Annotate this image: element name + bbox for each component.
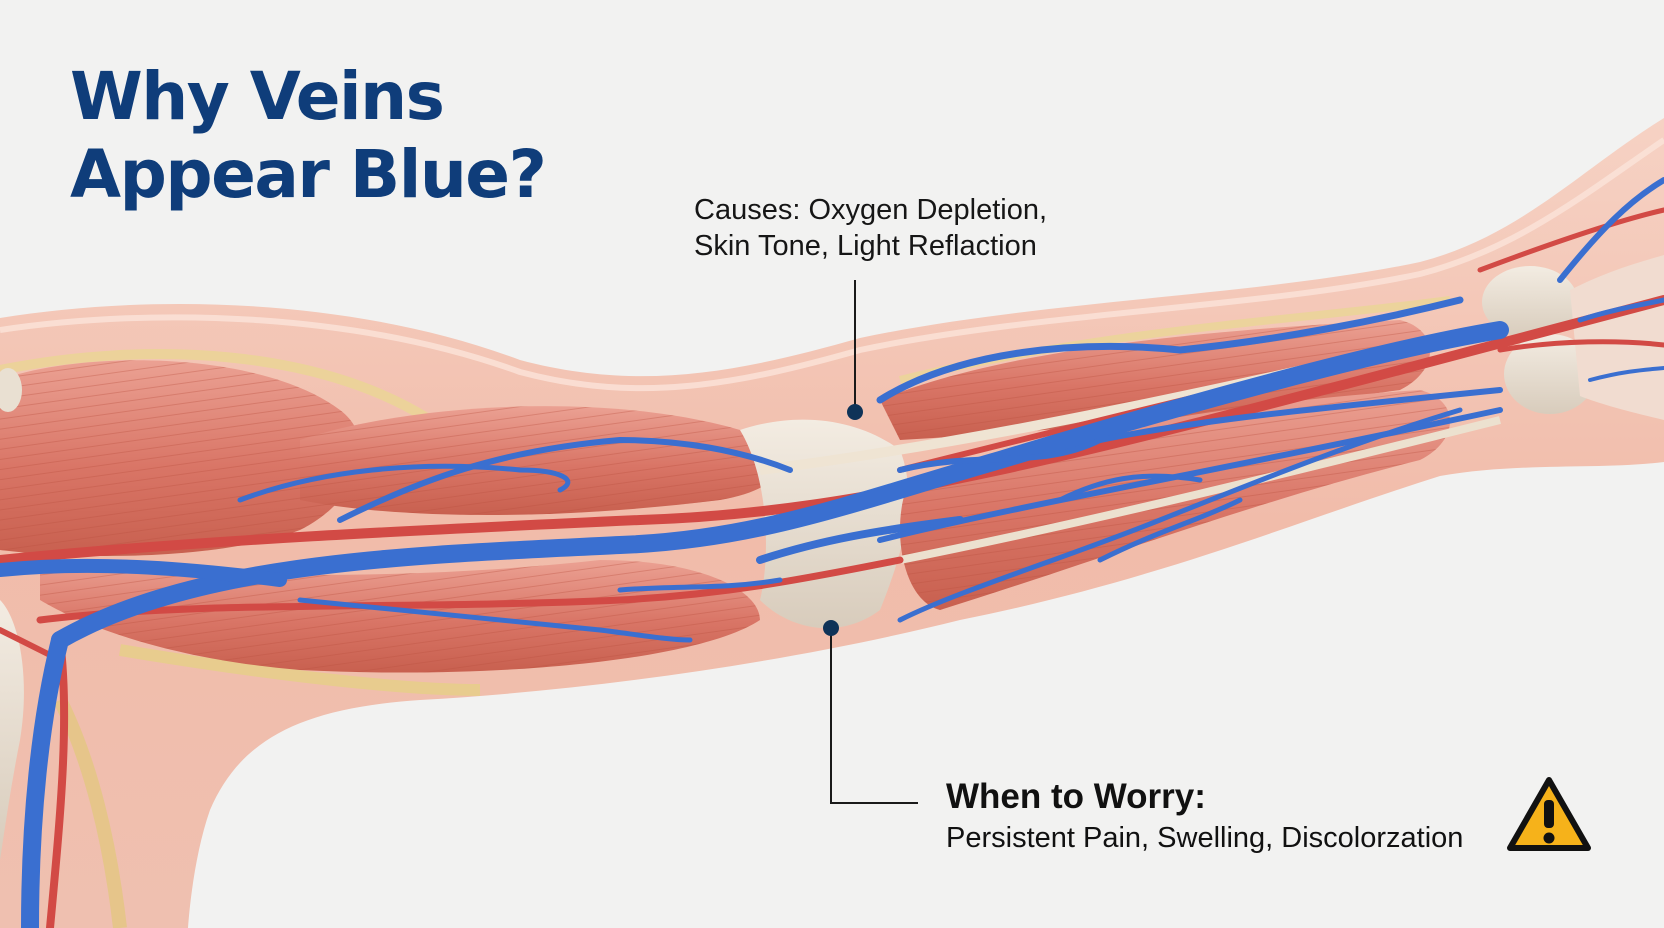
worry-heading: When to Worry: — [946, 777, 1206, 816]
shoulder-bone — [0, 600, 24, 860]
veins — [0, 177, 1664, 928]
title-line-1: Why Veins — [70, 58, 445, 135]
wrist-bone-lower — [1504, 334, 1596, 414]
title-line-2: Appear Blue? — [70, 136, 547, 213]
wrist-bone-upper — [1482, 266, 1578, 338]
page-title: Why Veins Appear Blue? — [70, 58, 547, 214]
warning-icon — [1507, 777, 1591, 851]
causes-line-1: Causes: Oxygen Depletion, — [694, 194, 1048, 226]
causes-marker-dot — [847, 404, 863, 420]
worry-marker-dot — [823, 620, 839, 636]
worry-callout: When to Worry: Persistent Pain, Swelling… — [946, 776, 1463, 858]
causes-callout: Causes: Oxygen Depletion, Skin Tone, Lig… — [694, 192, 1047, 264]
worry-text: Persistent Pain, Swelling, Discolorzatio… — [946, 822, 1464, 854]
worry-leader-line — [830, 628, 918, 804]
causes-line-2: Skin Tone, Light Reflaction — [694, 230, 1037, 262]
